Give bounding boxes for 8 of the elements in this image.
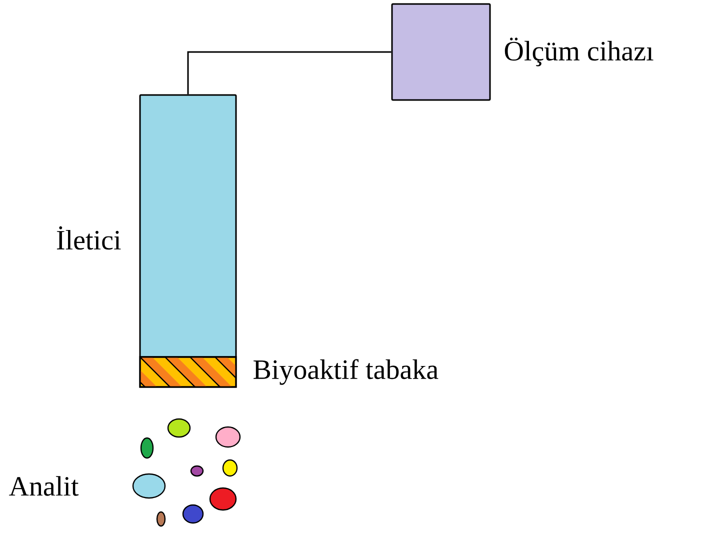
part-label: Biyoaktif tabaka bbox=[254, 359, 438, 385]
part-label: Analit bbox=[9, 476, 79, 496]
connecting-wire bbox=[187, 51, 392, 94]
device-box bbox=[391, 3, 491, 101]
part-label: İletici bbox=[56, 226, 121, 250]
transducer-bar bbox=[139, 94, 237, 358]
part-label: Ölçüm cihazı bbox=[504, 38, 654, 66]
bioactive-layer bbox=[139, 356, 237, 388]
